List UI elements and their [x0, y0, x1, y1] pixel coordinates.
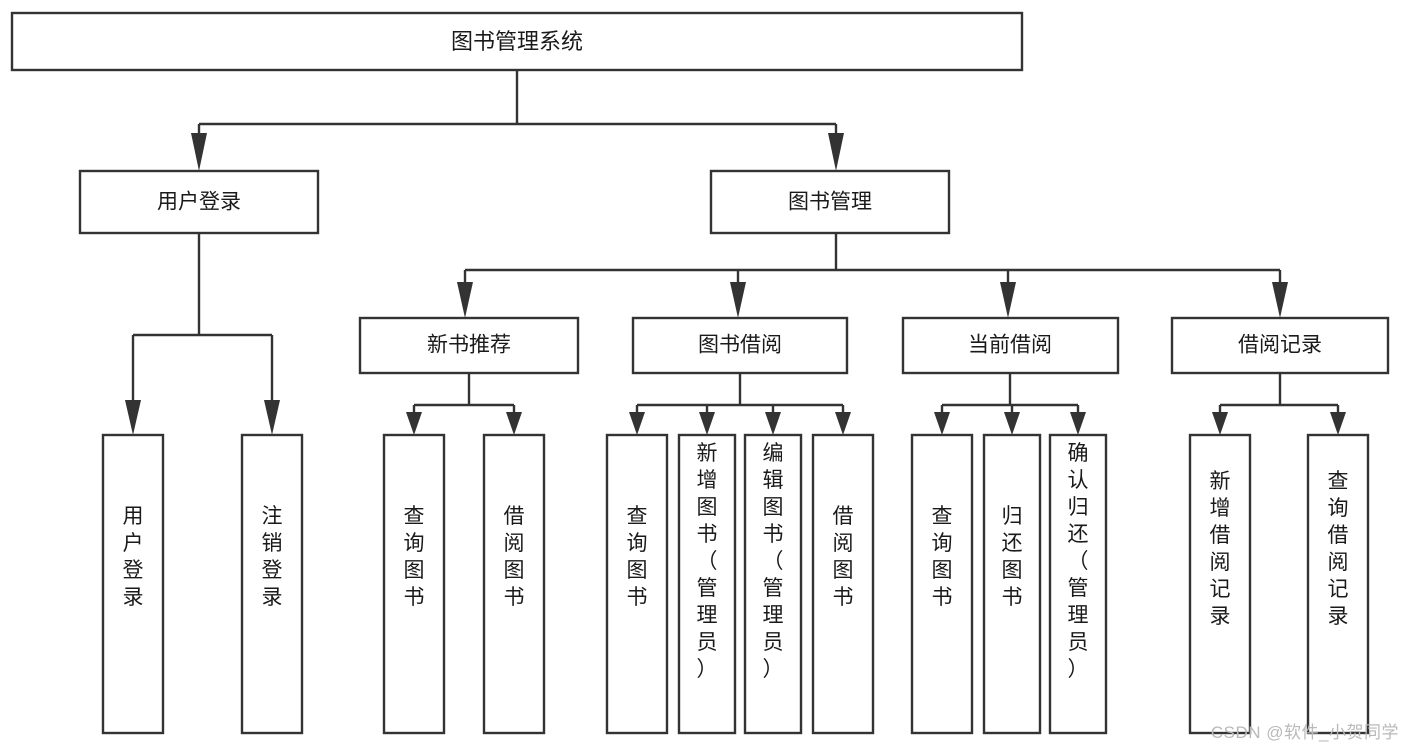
arrowhead-bb-query-book	[629, 412, 645, 435]
node-new-book-recommend-box[interactable]	[358, 316, 580, 375]
node-root[interactable]: 图书管理系统	[10, 11, 1024, 72]
csdn-watermark: CSDN @软件_小贺同学	[1210, 723, 1399, 742]
node-book-borrow-box[interactable]	[631, 316, 849, 375]
arrowhead-nbr-borrow-book	[506, 412, 522, 435]
arrowhead-br-add-record	[1212, 412, 1228, 435]
node-current-borrow[interactable]: 当前借阅	[901, 316, 1120, 375]
leaf-br-query-record-label: 查询借阅记录	[1328, 470, 1349, 628]
arrowhead-cb-return-book	[1004, 412, 1020, 435]
leaf-br-add-record-box[interactable]	[1188, 433, 1252, 735]
node-borrow-record-box[interactable]	[1170, 316, 1390, 375]
leaf-bb-borrow-book[interactable]: 借阅图书	[811, 433, 875, 735]
leaf-br-query-record-box[interactable]	[1306, 433, 1370, 735]
leaf-nbr-query-book-label: 查询图书	[404, 505, 425, 609]
node-book-borrow-label: 图书借阅	[698, 334, 782, 357]
leaf-logout-box[interactable]	[240, 433, 304, 735]
leaf-nbr-borrow-book[interactable]: 借阅图书	[482, 433, 546, 735]
leaf-br-add-record[interactable]: 新增借阅记录	[1188, 433, 1252, 735]
node-book-management-label: 图书管理	[788, 191, 872, 214]
leaf-nbr-query-book[interactable]: 查询图书	[382, 433, 446, 735]
leaf-cb-confirm-return[interactable]: 确认归还（管理员）	[1048, 433, 1108, 735]
arrowhead-br-query-record	[1330, 412, 1346, 435]
node-book-management[interactable]: 图书管理	[709, 169, 951, 235]
leaf-br-query-record[interactable]: 查询借阅记录	[1306, 433, 1370, 735]
leaf-user-login-label: 用户登录	[123, 505, 144, 609]
leaf-user-login-box[interactable]	[101, 433, 165, 735]
leaf-cb-query-book-box[interactable]	[910, 433, 974, 735]
arrowhead-bb-add-book	[699, 412, 715, 435]
node-root-label: 图书管理系统	[451, 29, 583, 54]
leaf-bb-borrow-book-label: 借阅图书	[833, 505, 854, 609]
leaf-nbr-borrow-book-label: 借阅图书	[504, 505, 525, 609]
leaf-cb-query-book-label: 查询图书	[932, 505, 953, 609]
leaf-bb-borrow-book-box[interactable]	[811, 433, 875, 735]
leaf-user-login[interactable]: 用户登录	[101, 433, 165, 735]
arrowhead-bb-borrow-book	[835, 412, 851, 435]
arrowhead-new-book-rec	[457, 282, 473, 318]
leaf-cb-confirm-return-box[interactable]	[1048, 433, 1108, 735]
leaf-cb-confirm-return-label: 确认归还（管理员）	[1068, 442, 1089, 681]
leaf-cb-return-book-box[interactable]	[982, 433, 1042, 735]
arrowhead-bb-edit-book	[765, 412, 781, 435]
node-user-login-box[interactable]	[78, 169, 320, 235]
node-current-borrow-box[interactable]	[901, 316, 1120, 375]
node-user-login[interactable]: 用户登录	[78, 169, 320, 235]
arrowhead-cb-confirm-return	[1070, 412, 1086, 435]
leaf-cb-query-book[interactable]: 查询图书	[910, 433, 974, 735]
leaf-nbr-borrow-book-box[interactable]	[482, 433, 546, 735]
arrowhead-book-borrow	[730, 282, 746, 318]
arrowhead-nbr-query-book	[406, 412, 422, 435]
arrowhead-user-login	[191, 133, 207, 171]
node-book-borrow[interactable]: 图书借阅	[631, 316, 849, 375]
leaf-bb-edit-book[interactable]: 编辑图书（管理员）	[743, 433, 803, 735]
node-new-book-recommend-label: 新书推荐	[427, 334, 511, 357]
node-user-login-label: 用户登录	[157, 191, 241, 214]
leaf-br-add-record-label: 新增借阅记录	[1210, 470, 1231, 628]
node-book-management-box[interactable]	[709, 169, 951, 235]
arrowhead-book-mgmt	[828, 133, 844, 171]
arrowhead-cb-query-book	[934, 412, 950, 435]
leaf-bb-query-book-label: 查询图书	[627, 505, 648, 609]
leaf-bb-edit-book-box[interactable]	[743, 433, 803, 735]
arrowhead-leaf-user-login	[125, 400, 141, 435]
leaf-logout[interactable]: 注销登录	[240, 433, 304, 735]
leaf-nbr-query-book-box[interactable]	[382, 433, 446, 735]
leaf-bb-query-book-box[interactable]	[605, 433, 669, 735]
leaf-bb-edit-book-label: 编辑图书（管理员）	[763, 442, 784, 681]
node-current-borrow-label: 当前借阅	[968, 334, 1052, 357]
leaf-bb-add-book-label: 新增图书（管理员）	[697, 442, 718, 681]
node-borrow-record[interactable]: 借阅记录	[1170, 316, 1390, 375]
leaf-bb-query-book[interactable]: 查询图书	[605, 433, 669, 735]
arrowhead-current-borrow	[1000, 282, 1016, 318]
node-borrow-record-label: 借阅记录	[1238, 334, 1322, 357]
node-new-book-recommend[interactable]: 新书推荐	[358, 316, 580, 375]
arrowhead-leaf-logout	[264, 400, 280, 435]
arrowhead-borrow-record	[1272, 282, 1288, 318]
leaf-bb-add-book-box[interactable]	[677, 433, 737, 735]
leaf-cb-return-book-label: 归还图书	[1002, 505, 1023, 609]
node-root-box[interactable]	[10, 11, 1024, 72]
leaf-cb-return-book[interactable]: 归还图书	[982, 433, 1042, 735]
leaf-bb-add-book[interactable]: 新增图书（管理员）	[677, 433, 737, 735]
connector-layer	[125, 70, 1346, 435]
leaf-logout-label: 注销登录	[262, 505, 283, 609]
